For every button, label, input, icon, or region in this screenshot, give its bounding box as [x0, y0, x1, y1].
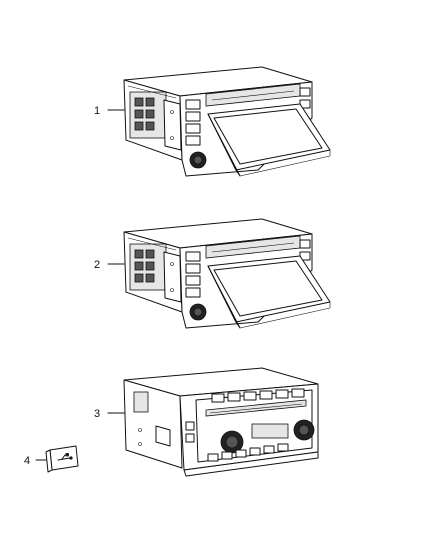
part-4-usb-bezel	[45, 445, 79, 473]
callout-3: 3	[94, 408, 100, 420]
part-1-nav-radio	[123, 66, 331, 177]
callout-4: 4	[24, 455, 30, 467]
callout-1: 1	[94, 105, 100, 117]
usb-icon	[57, 453, 73, 461]
callout-2: 2	[94, 259, 100, 271]
part-3-radio-receiver	[123, 367, 319, 477]
part-2-nav-radio	[123, 218, 331, 329]
